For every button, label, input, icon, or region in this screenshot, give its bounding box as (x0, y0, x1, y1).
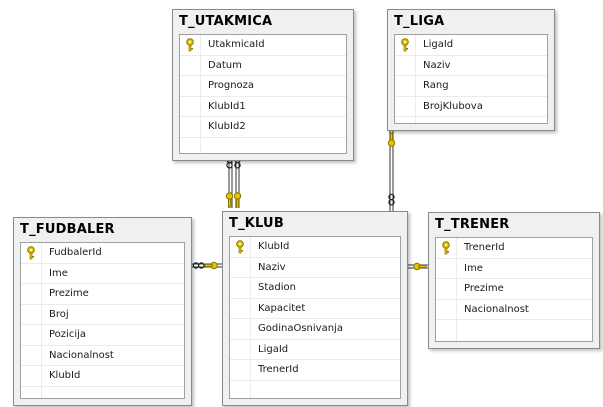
table-title: T_LIGA (394, 14, 445, 29)
key-icon (413, 262, 427, 271)
table-trener[interactable]: T_TRENER TrenerId Ime Prezime Nacionalno… (428, 212, 600, 349)
column-row[interactable]: LigaId (395, 35, 547, 56)
column-row[interactable]: Ime (436, 259, 592, 279)
column-name: KlubId (49, 370, 81, 381)
column-list: KlubId Naziv Stadion Kapacitet GodinaOsn… (229, 236, 401, 399)
column-row[interactable]: KlubId1 (180, 97, 346, 117)
column-name: KlubId2 (208, 121, 246, 132)
column-name: TrenerId (258, 364, 299, 375)
column-row[interactable]: Prognoza (180, 76, 346, 97)
key-icon (204, 261, 218, 270)
column-row[interactable]: Nacionalnost (21, 346, 184, 366)
column-list: UtakmicaId Datum Prognoza KlubId1 KlubId… (179, 34, 347, 154)
key-icon (236, 240, 244, 254)
column-list: FudbalerId Ime Prezime Broj Pozicija Nac… (20, 242, 185, 399)
column-name: Ime (464, 262, 483, 274)
column-name: Stadion (258, 282, 296, 293)
column-row[interactable]: Pozicija (21, 325, 184, 346)
column-name: Naziv (423, 59, 451, 71)
column-row[interactable]: TrenerId (436, 238, 592, 259)
table-utakmica[interactable]: T_UTAKMICA UtakmicaId Datum Prognoza Klu… (172, 9, 354, 161)
infinity-icon (192, 262, 205, 269)
column-name: Rang (423, 80, 449, 91)
column-list: LigaId Naziv Rang BrojKlubova (394, 34, 548, 124)
column-row[interactable]: LigaId (230, 340, 400, 360)
column-row[interactable]: TrenerId (230, 360, 400, 381)
column-row[interactable]: Kapacitet (230, 299, 400, 319)
column-name: Nacionalnost (49, 349, 114, 361)
column-name: Prezime (49, 288, 89, 299)
column-name: Prognoza (208, 80, 255, 91)
column-row[interactable]: FudbalerId (21, 243, 184, 264)
column-row[interactable]: Rang (395, 76, 547, 97)
column-row[interactable]: Nacionalnost (436, 300, 592, 320)
column-row[interactable]: UtakmicaId (180, 35, 346, 56)
key-icon (186, 38, 194, 52)
column-name: KlubId1 (208, 100, 246, 112)
column-name: Datum (208, 59, 242, 71)
column-name: GodinaOsnivanja (258, 323, 343, 334)
column-row[interactable]: Prezime (21, 284, 184, 305)
column-name: LigaId (423, 39, 454, 50)
column-name: Nacionalnost (464, 303, 529, 315)
column-name: LigaId (258, 343, 289, 355)
column-name: Ime (49, 267, 68, 279)
column-row[interactable]: Broj (21, 305, 184, 325)
table-title: T_UTAKMICA (179, 14, 273, 29)
column-row[interactable]: Naziv (395, 56, 547, 76)
column-row[interactable]: KlubId2 (180, 117, 346, 138)
key-icon (442, 241, 450, 255)
key-icon (401, 38, 409, 52)
column-list: TrenerId Ime Prezime Nacionalnost (435, 237, 593, 342)
key-icon (27, 246, 35, 260)
table-klub[interactable]: T_KLUB KlubId Naziv Stadion Kapacitet Go… (222, 211, 408, 406)
column-row[interactable]: KlubId (21, 366, 184, 387)
table-fudbaler[interactable]: T_FUDBALER FudbalerId Ime Prezime Broj P… (13, 217, 192, 406)
column-name: KlubId (258, 241, 290, 252)
table-title: T_TRENER (435, 217, 510, 232)
column-row[interactable]: Datum (180, 56, 346, 76)
column-row[interactable]: BrojKlubova (395, 97, 547, 117)
column-name: Broj (49, 308, 69, 320)
column-name: BrojKlubova (423, 100, 483, 112)
key-icon (387, 132, 396, 147)
infinity-icon (388, 193, 395, 206)
column-name: UtakmicaId (208, 39, 265, 50)
column-name: Kapacitet (258, 302, 306, 314)
column-name: Prezime (464, 283, 504, 294)
key-icon (225, 192, 242, 208)
column-name: FudbalerId (49, 247, 102, 258)
column-row[interactable]: Ime (21, 264, 184, 284)
column-name: TrenerId (464, 242, 505, 253)
column-row[interactable]: Naziv (230, 258, 400, 278)
column-name: Pozicija (49, 329, 87, 340)
table-title: T_KLUB (229, 216, 284, 231)
table-liga[interactable]: T_LIGA LigaId Naziv Rang BrojKlubova (387, 9, 555, 131)
column-name: Naziv (258, 261, 286, 273)
column-row[interactable]: KlubId (230, 237, 400, 258)
column-row[interactable]: Prezime (436, 279, 592, 300)
table-title: T_FUDBALER (20, 222, 115, 237)
column-row[interactable]: Stadion (230, 278, 400, 299)
column-row[interactable]: GodinaOsnivanja (230, 319, 400, 340)
